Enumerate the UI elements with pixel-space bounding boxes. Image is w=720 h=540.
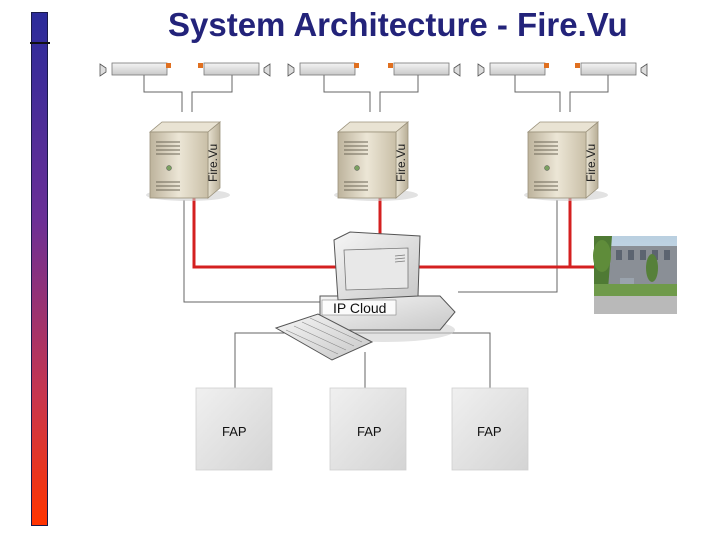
cctv-camera-icon [287,62,359,77]
network-line-server1 [192,196,594,269]
server-3: Fire.Vu [524,121,608,201]
connector-cam3-server2 [323,74,371,112]
connector-cam5-server3 [514,74,561,112]
fap-box [195,387,273,471]
side-accent-bar [31,12,48,526]
workstation-label: IP Cloud [333,300,386,316]
connector-cam2-server1 [191,74,233,112]
keyboard [274,313,374,361]
server-tower-icon [337,131,397,199]
fap-label: FAP [477,424,502,439]
fap-3: FAP [451,387,529,471]
cctv-camera-icon [575,62,648,77]
fap-box [451,387,529,471]
cctv-camera-icon [99,62,171,77]
server-label: Fire.Vu [394,144,408,182]
building-photo-icon [593,236,677,314]
server-1: Fire.Vu [146,121,230,201]
connector-server1-workstation [183,200,322,303]
slide-title: System Architecture - Fire.Vu [168,6,628,43]
fap-label: FAP [357,424,382,439]
fap-box [329,387,407,471]
side-accent-tick [30,42,50,44]
server-label: Fire.Vu [206,144,220,182]
cctv-camera-icon [198,62,271,77]
cctv-camera-icon [477,62,549,77]
camera-row [99,62,648,77]
connector-server3-workstation [458,200,558,293]
connector-cam6-server3 [569,74,609,112]
connector-cam1-server1 [143,74,183,112]
fap-2: FAP [329,387,407,471]
workstation: IP Cloud [274,231,456,361]
cctv-camera-icon [388,62,461,77]
server-tower-icon [149,131,209,199]
server-label: Fire.Vu [584,144,598,182]
connector-cam4-server2 [379,74,419,112]
server-tower-icon [527,131,587,199]
server-2: Fire.Vu [334,121,418,201]
fap-1: FAP [195,387,273,471]
fap-label: FAP [222,424,247,439]
